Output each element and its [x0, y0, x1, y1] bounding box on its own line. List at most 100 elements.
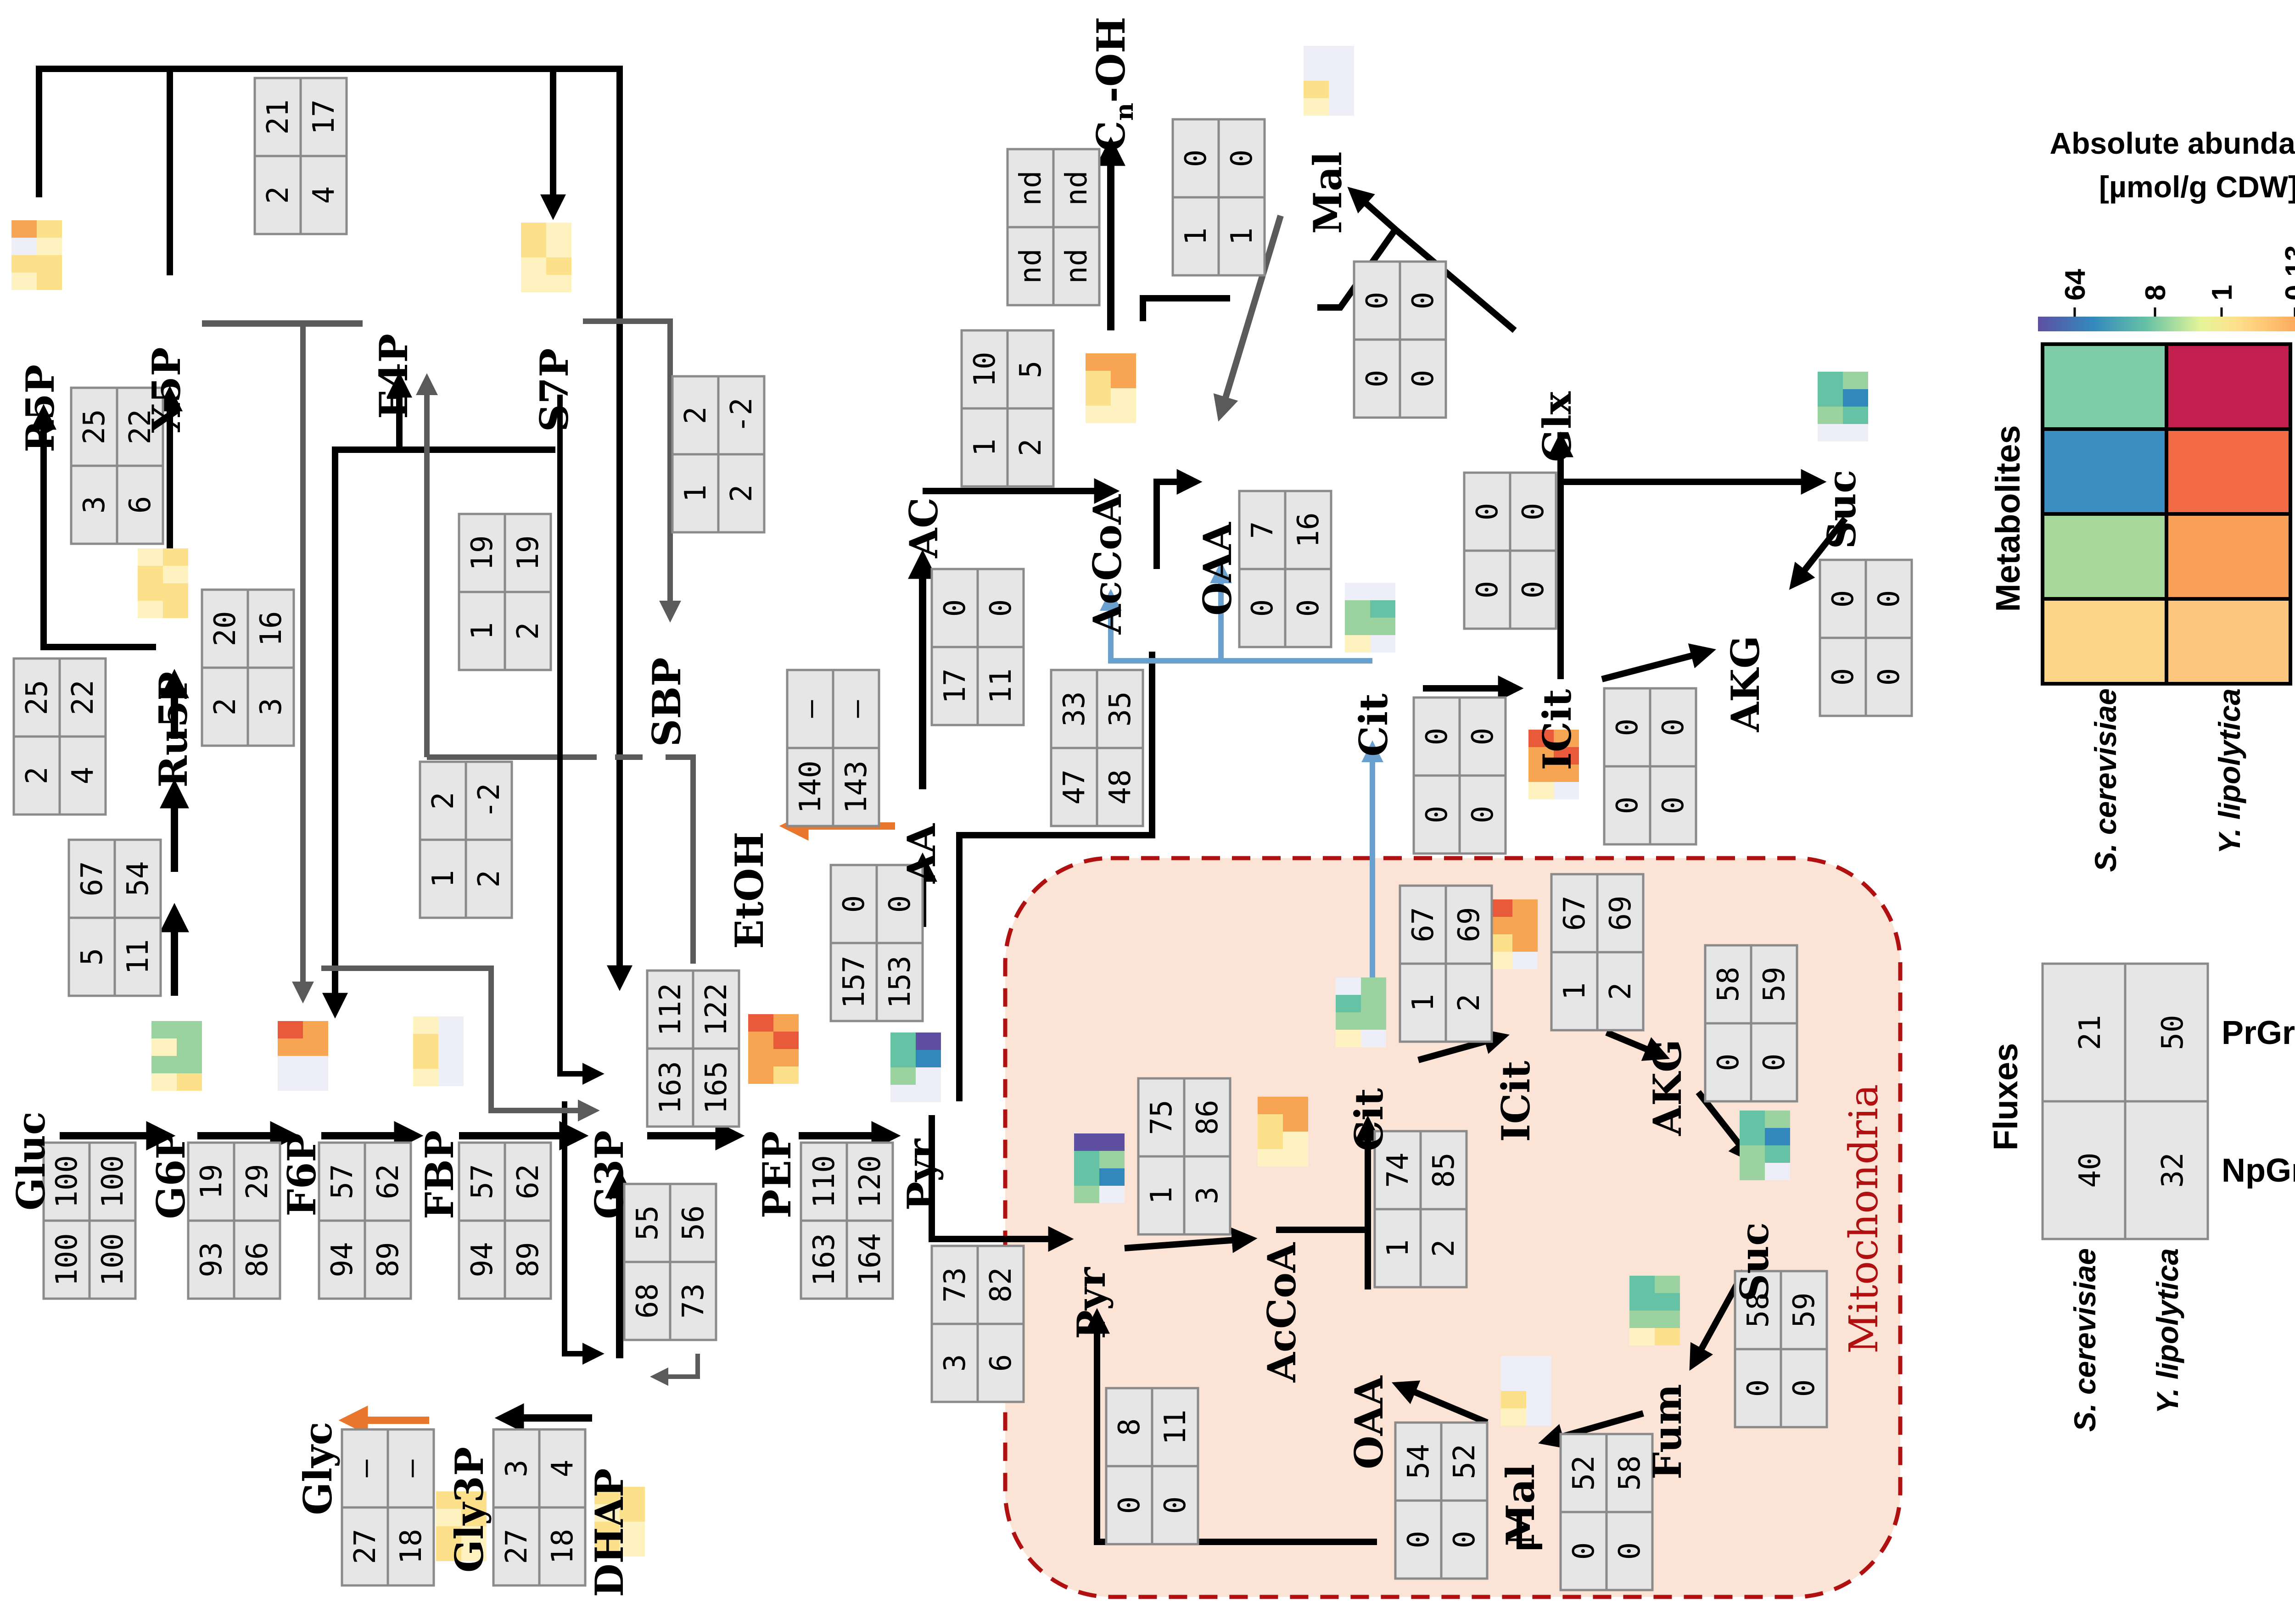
flux-cell [832, 669, 880, 749]
flux-cell [1458, 696, 1507, 777]
flux-cell-value: 143 [840, 760, 873, 814]
flux-cell-value: 52 [1448, 1444, 1482, 1479]
abundance-heatmap [1074, 1133, 1125, 1203]
heatmap-cell [1818, 389, 1843, 407]
abundance-heatmap [151, 1021, 202, 1091]
flux-cell-value: 2 [426, 792, 460, 810]
flux-cell [246, 588, 295, 669]
flux-cell [341, 1428, 389, 1509]
heatmap-cell [278, 1038, 303, 1056]
flux-cell [1864, 558, 1913, 639]
flux-cell [1183, 1155, 1231, 1236]
metabolite-label-cit: Cit [1351, 693, 1396, 757]
flux-cell-value: 100 [96, 1233, 130, 1286]
flux-cell [1559, 1511, 1608, 1591]
flux-cell [1050, 669, 1098, 749]
metabolite-label-akg-m: AKG [1645, 1039, 1690, 1136]
legend-flux-row-label: PrGr [2222, 1015, 2295, 1051]
flux-cell [1151, 1387, 1199, 1468]
flux-cell [1444, 962, 1493, 1043]
metabolite-label-accoa-m: AcCoA [1259, 1242, 1304, 1383]
heatmap-cell [521, 275, 546, 292]
heatmap-cell [546, 275, 571, 292]
abundance-heatmap [1528, 730, 1579, 799]
flux-cell-value: 1 [1381, 1239, 1415, 1257]
legend-abundance-title-line2: [µmol/g CDW] [2099, 170, 2295, 204]
flux-cell [113, 838, 162, 919]
flux-cell-value: 68 [631, 1283, 665, 1318]
flux-cell-value: 0 [1872, 590, 1906, 608]
heatmap-cell [1111, 406, 1136, 423]
heatmap-cell [37, 220, 62, 238]
metabolite-label-pyr: Pyr [899, 1138, 944, 1211]
flux-cell-value: 89 [511, 1242, 545, 1277]
legend-flux-value: 32 [2156, 1152, 2190, 1188]
flux-cell [717, 453, 766, 534]
flux-cell-value: 48 [1103, 769, 1137, 804]
heatmap-cell [1283, 1149, 1308, 1166]
flux-cell-value: 67 [75, 861, 109, 896]
metabolite-label-oaa-m: OAA [1346, 1375, 1392, 1469]
flux-cell [1217, 118, 1266, 199]
flux-cell-value: 0 [1567, 1542, 1601, 1560]
colorbar-tick-label: 64 [2060, 269, 2091, 301]
flux-cell [1373, 1208, 1422, 1289]
flux-cell-value: 19 [511, 535, 545, 570]
flux-cell [201, 588, 249, 669]
metabolite-label-etoh: EtOH [727, 832, 772, 949]
flux-cell-value: 85 [1427, 1152, 1461, 1188]
flux-cell-value: 5 [1014, 361, 1048, 379]
heatmap-cell [594, 1487, 620, 1504]
flux-cell-value: 27 [348, 1529, 382, 1564]
flux-cell-value: 140 [794, 760, 828, 814]
flux-cell-value: 59 [1758, 966, 1791, 1002]
flux-cell-value: 0 [1406, 292, 1440, 310]
flux-cell [233, 1141, 281, 1222]
heatmap-cell [1329, 81, 1354, 98]
legend-abundance-cell [2165, 597, 2292, 686]
heatmap-cell [303, 1038, 328, 1056]
flux-cell-value: nd [1060, 170, 1094, 206]
heatmap-cell [1361, 1012, 1386, 1030]
flux-cell-value: 18 [546, 1529, 580, 1564]
legend-abundance-cell [2165, 342, 2292, 431]
flux-cell-value: 1 [1558, 982, 1592, 1000]
abundance-heatmap [413, 1016, 464, 1086]
flux-cell [1006, 407, 1055, 488]
fatty-alcohol-label: Cn-OH [1088, 17, 1139, 151]
heatmap-cell [1304, 63, 1329, 81]
flux-cell-value: 17 [938, 668, 972, 703]
heatmap-cell [773, 1066, 799, 1084]
flux-cell [1006, 148, 1055, 229]
flux-cell-value: 2 [511, 622, 545, 640]
flux-cell-value: 0 [1826, 668, 1860, 686]
metabolite-label-mal-m: Mal [1498, 1464, 1543, 1546]
legend-colorbar [2038, 317, 2295, 331]
flux-cell-value: 100 [96, 1155, 130, 1208]
metabolite-label-sbp: SBP [644, 658, 689, 747]
flux-cell-value: 67 [1558, 895, 1592, 931]
metabolite-label-accoa: AcCoA [1085, 494, 1130, 635]
flux-cell-value: 0 [1613, 1542, 1647, 1560]
heatmap-cell [1283, 1114, 1308, 1132]
heatmap-cell [11, 220, 37, 238]
flux-cell [976, 1245, 1025, 1325]
flux-cell [1006, 329, 1055, 410]
flux-cell [976, 568, 1025, 648]
flux-cell [1605, 1433, 1654, 1513]
flux-cell [875, 864, 924, 944]
heatmap-cell [303, 1021, 328, 1038]
legend-abundance-cell [2041, 427, 2168, 516]
flux-cell [800, 1141, 848, 1222]
flux-cell-value: 0 [1225, 150, 1259, 167]
heatmap-cell [1501, 1391, 1526, 1408]
